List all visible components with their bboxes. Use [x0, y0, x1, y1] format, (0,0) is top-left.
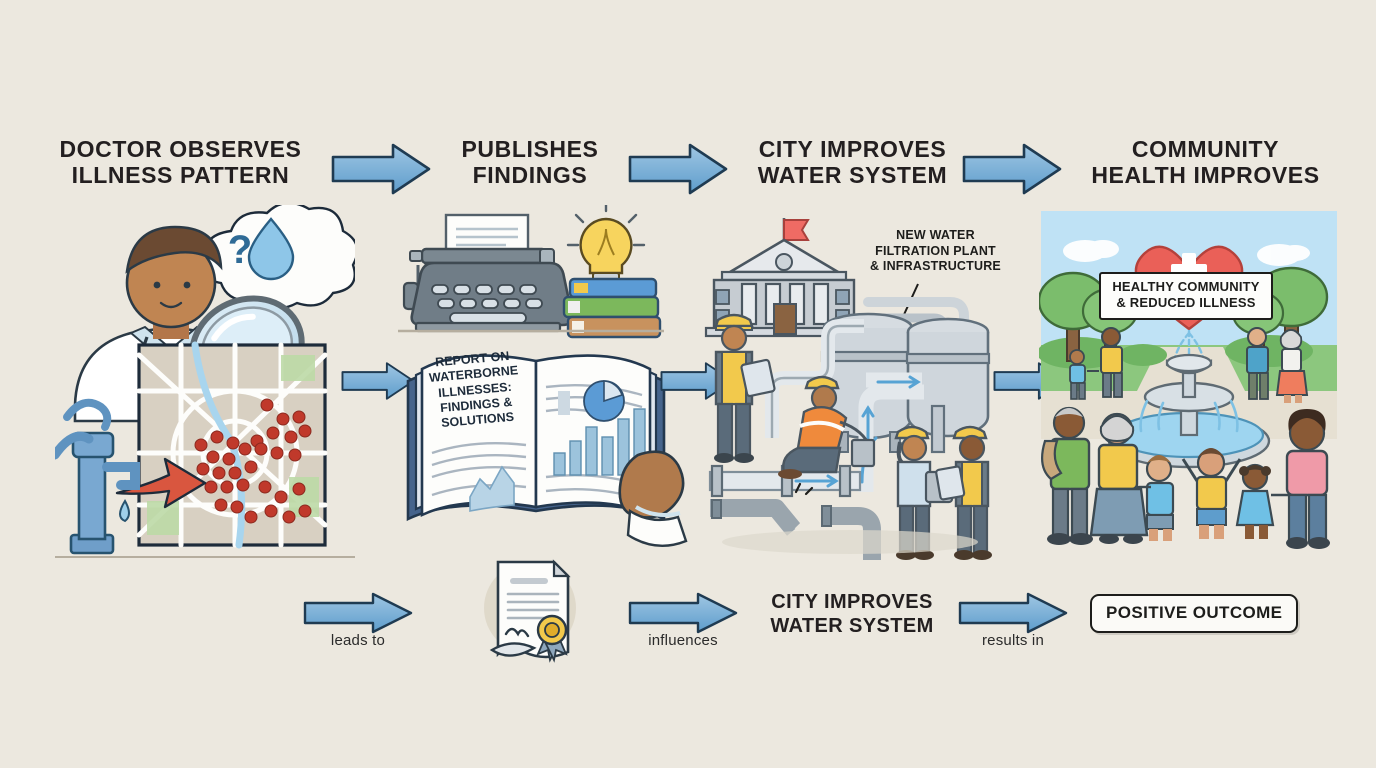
pie-chart — [583, 380, 625, 422]
new-pipe-network — [708, 319, 924, 560]
publishes-findings-scene — [388, 201, 688, 560]
step-title-publish: PUBLISHES FINDINGS — [461, 136, 599, 189]
people-background — [1069, 327, 1309, 403]
connector-label-leads-to: leads to — [330, 632, 386, 649]
right-arrow-icon-bottom-1 — [303, 592, 413, 634]
filtration-tanks — [820, 297, 991, 454]
worker-inspector — [714, 313, 776, 463]
right-arrow-icon-scene1-2 — [341, 358, 415, 404]
worker-male — [935, 425, 992, 560]
step-title-city: CITY IMPROVES WATER SYSTEM — [757, 136, 948, 189]
broken-pipe — [710, 482, 881, 560]
flag-icon — [782, 218, 810, 258]
clouds — [1063, 240, 1310, 266]
book-stack-icon — [562, 277, 662, 339]
report-title: REPORT ON WATERBORNE ILLNESSES: FINDINGS… — [428, 348, 519, 431]
bottom-step-title-city: CITY IMPROVES WATER SYSTEM — [770, 591, 934, 637]
right-arrow-icon-bottom-2 — [628, 592, 738, 634]
people-foreground-right — [1235, 409, 1330, 549]
right-arrow-icon-1 — [331, 143, 431, 195]
healthy-community-badge: HEALTHY COMMUNITY & REDUCED ILLNESS — [1099, 272, 1273, 320]
right-arrow-icon-2 — [628, 143, 728, 195]
svg-text:?: ? — [228, 228, 252, 272]
positive-outcome-badge: POSITIVE OUTCOME — [1090, 594, 1299, 633]
right-arrow-icon-bottom-3 — [958, 592, 1068, 634]
area-chart — [469, 465, 515, 512]
hand-holding-book-icon — [618, 450, 688, 547]
city-improves-scene — [700, 210, 1010, 560]
thought-bubble: ? — [173, 201, 359, 310]
city-map — [115, 341, 328, 549]
typewriter-icon — [402, 213, 574, 333]
certificate-icon — [470, 548, 590, 664]
step-title-health: COMMUNITY HEALTH IMPROVES — [1091, 136, 1320, 189]
people-foreground-left — [1040, 406, 1175, 545]
step-title-observe: DOCTOR OBSERVES ILLNESS PATTERN — [59, 136, 302, 189]
doctor-observes-scene: ? — [50, 201, 359, 560]
hand-water-pump-icon — [50, 398, 140, 555]
worker-kneeling — [778, 375, 876, 479]
community-health-scene — [1037, 205, 1339, 550]
open-report-book — [406, 354, 688, 547]
water-fountain-icon — [1107, 329, 1271, 469]
filtration-plant-callout: NEW WATER FILTRATION PLANT & INFRASTRUCT… — [870, 228, 1001, 274]
connector-label-influences: influences — [648, 632, 718, 649]
cheering-child — [1181, 448, 1242, 539]
right-arrow-icon-3 — [962, 143, 1062, 195]
connector-label-results-in: results in — [981, 632, 1045, 649]
lightbulb-icon — [566, 201, 646, 288]
